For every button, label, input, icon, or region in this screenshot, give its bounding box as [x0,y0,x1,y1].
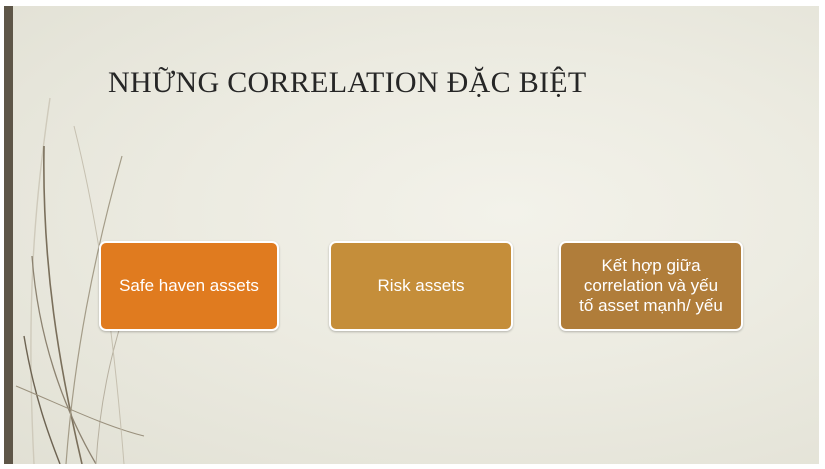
left-accent-bar [4,6,13,464]
box-safe-haven-assets: Safe haven assets [99,241,279,331]
box-risk-assets-label: Risk assets [377,276,465,295]
slide-title: NHỮNG CORRELATION ĐẶC BIỆT [108,66,587,99]
box-combined-text: Kết hợp giữa correlation và yếu tố asset… [579,256,723,316]
box-risk-assets: Risk assets [329,241,513,331]
box-safe-haven-label: Safe haven assets [119,276,259,295]
box-combined-correlation: Kết hợp giữa correlation và yếu tố asset… [559,241,743,331]
box-combined-line: correlation và yếu [583,276,719,295]
slide-canvas: NHỮNG CORRELATION ĐẶC BIỆT Safe haven as… [4,6,819,464]
box-combined-line: Kết hợp giữa [601,256,701,275]
box-combined-line: tố asset mạnh/ yếu [579,296,723,315]
